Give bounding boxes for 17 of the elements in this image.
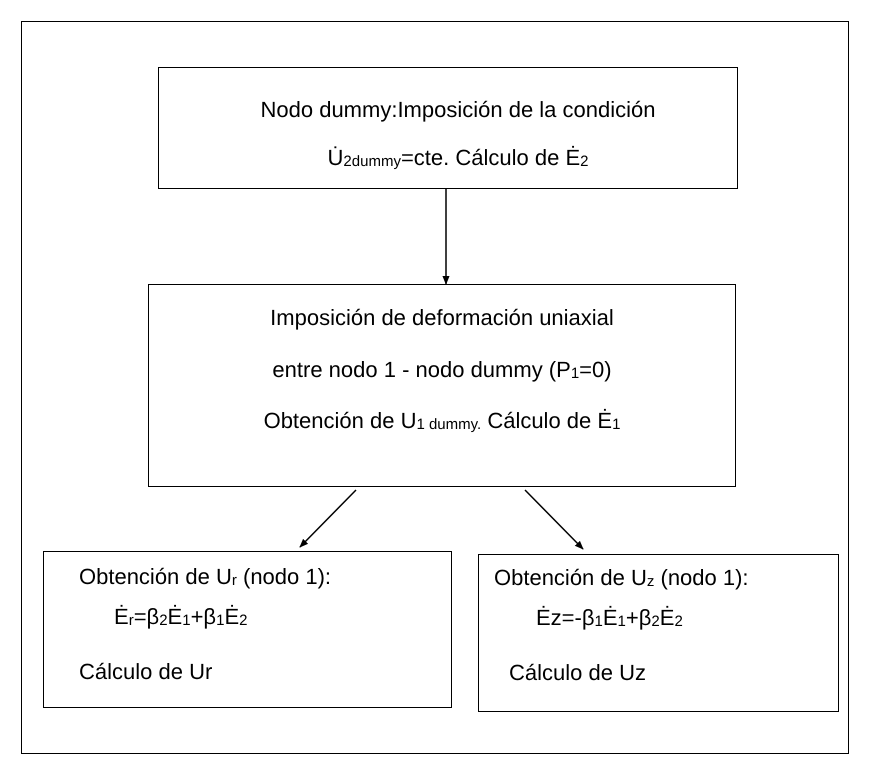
- box-text: Cálculo de Uz: [509, 660, 647, 686]
- arrow: [299, 489, 357, 548]
- process-box: [158, 67, 738, 189]
- process-box: [148, 284, 736, 487]
- box-text: Cálculo de Ur: [79, 658, 214, 686]
- box-text: Nodo dummy:Imposición de la condición U̇$_{2dummy}$=cte. Cálculo de Ė$_{2}$: [260, 96, 656, 172]
- box-text: Imposición de deformación uniaxial: [269, 305, 615, 332]
- process-box: [43, 551, 452, 708]
- process-box: [478, 554, 839, 712]
- box-text: Ė$_{r}$=β$_{2}$Ė$_{1}$+β$_{1}$Ė$_{2}$: [114, 604, 248, 631]
- box-text: Ėz=-β$_{1}$Ė$_{1}$+β$_{2}$Ė$_{2}$: [536, 605, 684, 632]
- box-text: Obtención de U$_{r}$ (nodo 1):: [79, 564, 332, 590]
- arrow: [442, 189, 450, 285]
- box-text: Obtención de U$_{z}$ (nodo 1):: [494, 565, 750, 592]
- box-text: entre nodo 1 - nodo dummy (P$_{1}$=0): [271, 357, 613, 384]
- arrow: [524, 489, 584, 550]
- box-text: Obtención de U$_{1 dummy.}$ Cálculo de Ė$_{1}$: [262, 408, 622, 434]
